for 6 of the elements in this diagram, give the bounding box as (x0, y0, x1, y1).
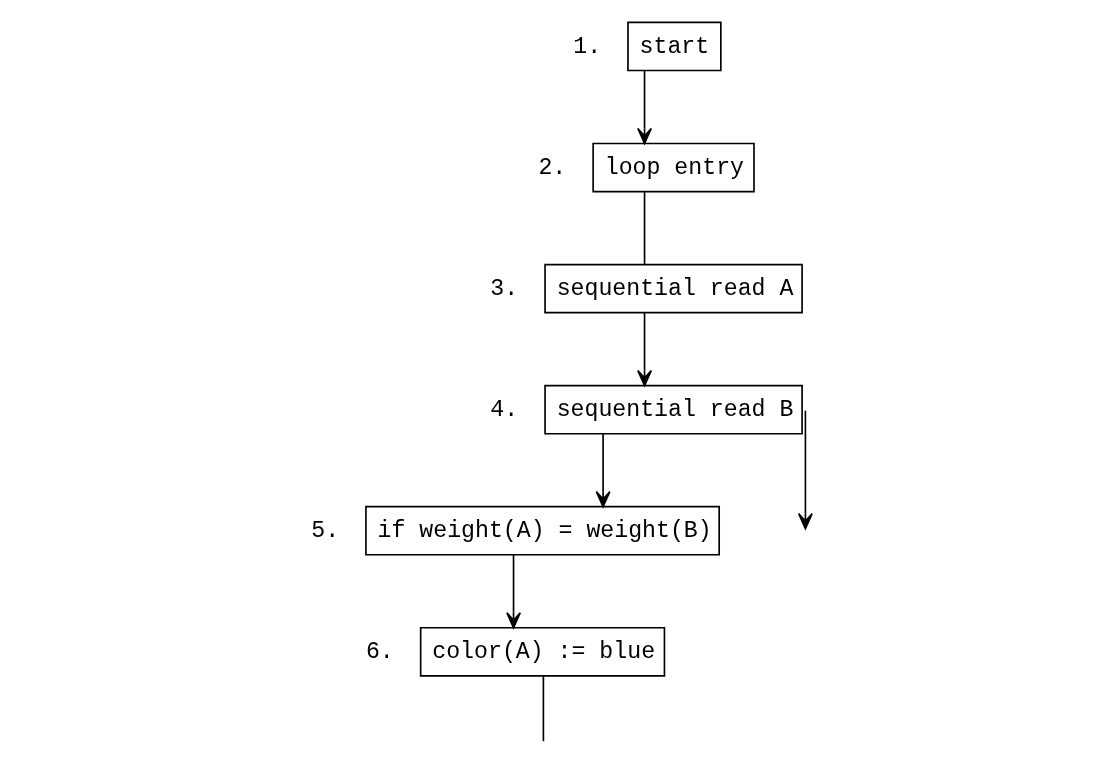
node-label: 4. (490, 396, 519, 423)
node-label: 3. (490, 275, 519, 302)
node-label: 6. (365, 638, 394, 665)
node-label: 2. (538, 154, 567, 181)
node-label: 1. (573, 33, 602, 60)
node-label: 5. (311, 517, 340, 544)
